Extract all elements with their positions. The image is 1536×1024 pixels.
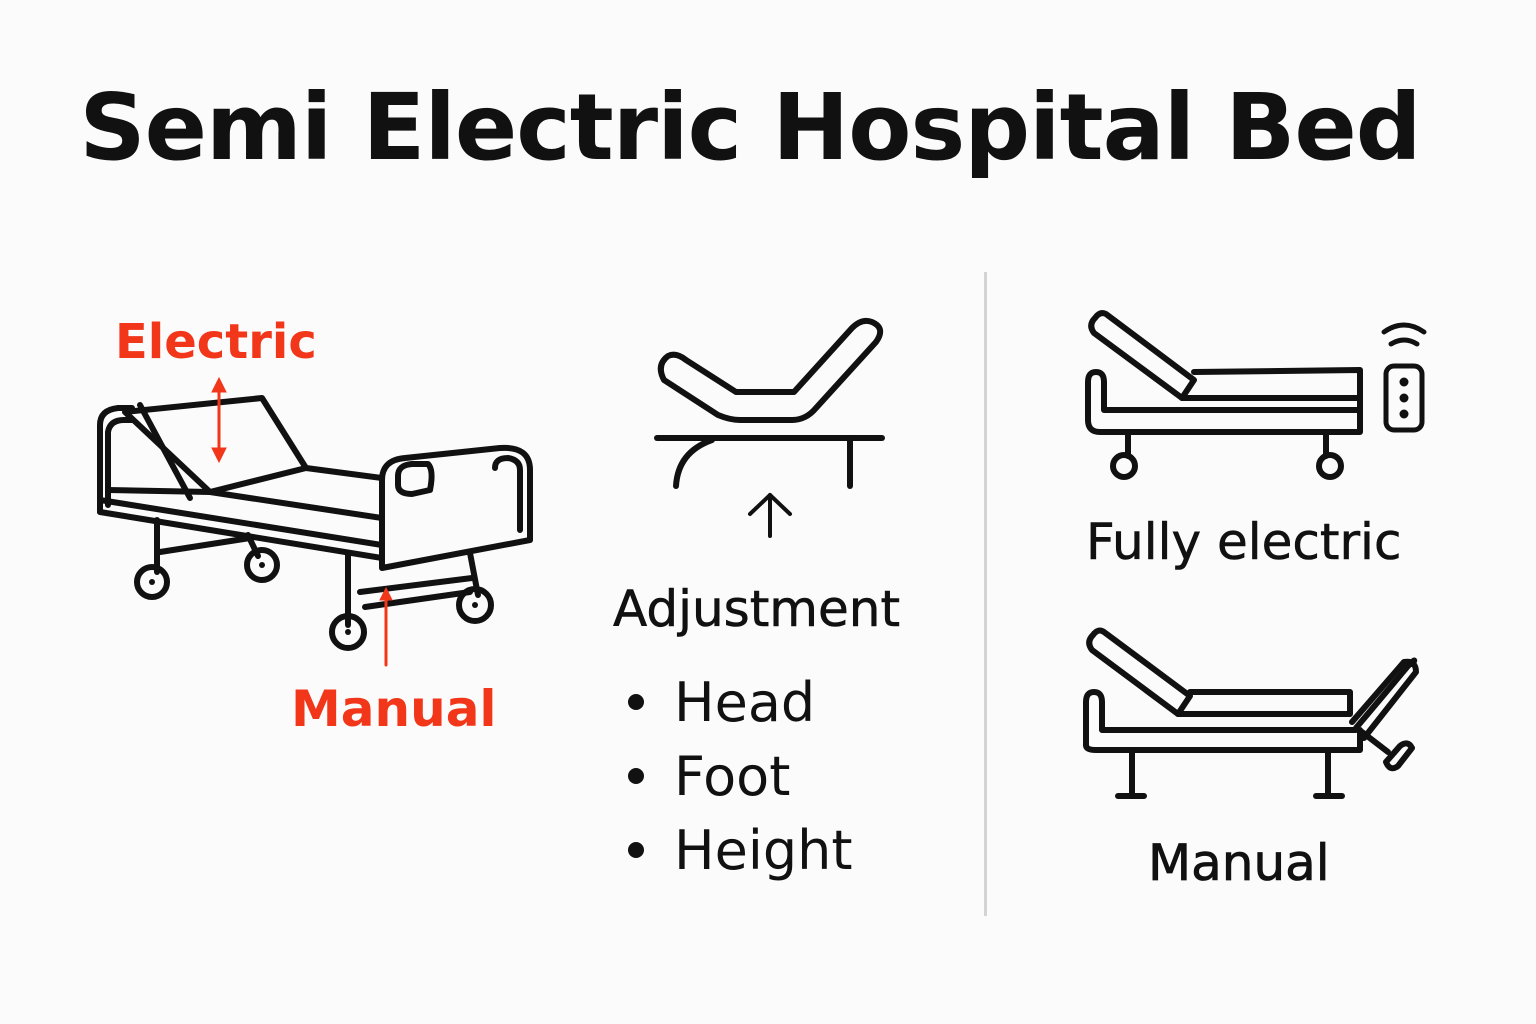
bullet-icon [628, 768, 644, 784]
list-item: Height [622, 814, 853, 888]
adjustment-item-foot: Foot [674, 745, 791, 808]
list-item: Foot [622, 740, 853, 814]
adjustment-item-height: Height [674, 819, 853, 882]
electric-label: Electric [115, 314, 317, 370]
up-arrow-icon [745, 488, 795, 540]
semi-electric-bed-icon [80, 370, 550, 670]
manual-accent-label: Manual [291, 680, 497, 738]
section-divider [984, 272, 987, 916]
bullet-icon [628, 694, 644, 710]
fully-electric-label: Fully electric [1086, 513, 1402, 571]
page-title: Semi Electric Hospital Bed [79, 74, 1421, 181]
adjustment-list: Head Foot Height [622, 666, 853, 888]
adjustment-heading: Adjustment [613, 580, 901, 638]
list-item: Head [622, 666, 853, 740]
manual-bed-icon [1078, 622, 1423, 802]
remote-control-icon [1378, 318, 1430, 436]
fully-electric-bed-icon [1080, 305, 1365, 490]
bullet-icon [628, 842, 644, 858]
manual-label: Manual [1148, 834, 1331, 892]
adjustable-mattress-icon [650, 315, 890, 495]
adjustment-item-head: Head [674, 671, 816, 734]
hand-crank-icon [1356, 726, 1418, 776]
